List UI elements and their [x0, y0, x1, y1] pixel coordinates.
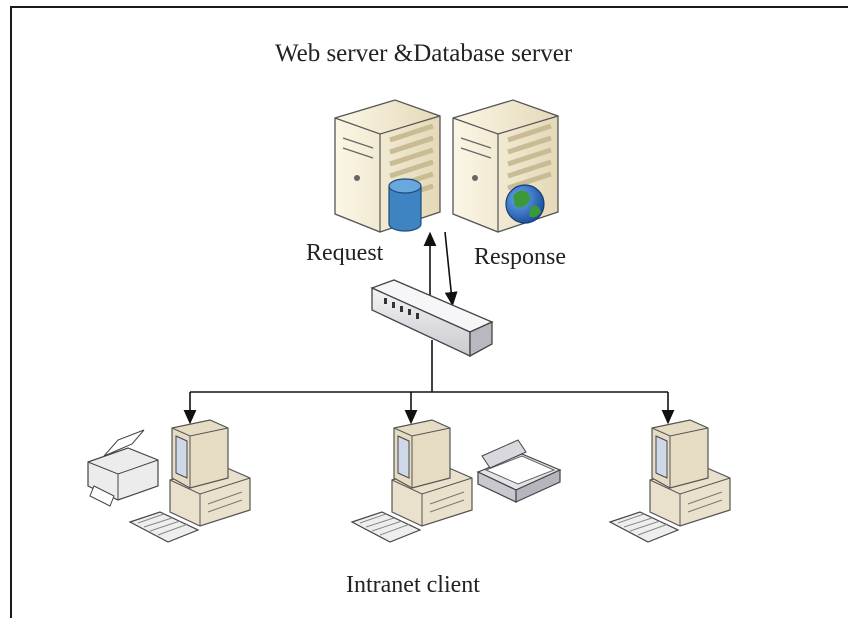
diagram-title: Web server &Database server — [275, 40, 573, 67]
database-server-icon — [334, 99, 441, 233]
scanner-icon — [476, 439, 562, 503]
client-computer-2 — [351, 419, 473, 543]
printer-icon — [87, 429, 159, 507]
figure-frame — [10, 6, 848, 618]
intranet-client-label: Intranet client — [346, 572, 480, 598]
response-label: Response — [474, 244, 566, 270]
response-arrow — [444, 231, 458, 307]
network-lines — [183, 340, 675, 425]
client-computer-3 — [609, 419, 731, 543]
database-icon — [388, 178, 422, 232]
web-server-icon — [452, 99, 559, 233]
globe-icon — [505, 184, 545, 224]
network-switch-icon — [370, 279, 494, 358]
request-label: Request — [306, 240, 384, 266]
